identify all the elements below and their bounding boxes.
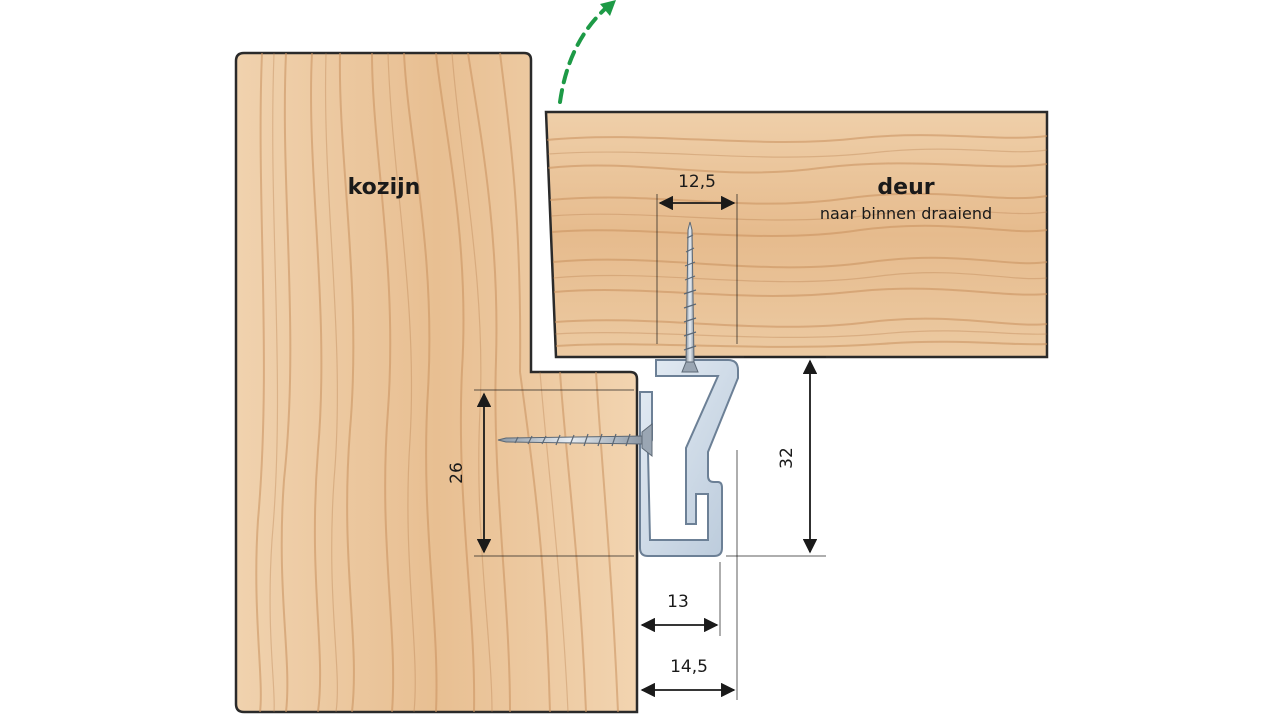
frame-label: kozijn [348,175,421,200]
frame-wood [234,51,639,714]
dimension-door-clearance: 32 [777,447,797,469]
door-sublabel: naar binnen draaiend [820,204,992,223]
door-wood [544,110,1049,359]
weatherstrip-profile [639,359,739,557]
dimension-frame-height: 26 [447,462,467,484]
door-label: deur [877,175,934,200]
screw-icon [497,422,653,458]
dimension-screw-spacing: 12,5 [678,172,716,192]
dashed-curved-arrow-icon [558,0,616,104]
screw-icon [681,221,699,373]
dimension-lines [474,194,826,700]
dimension-profile-outer: 14,5 [670,657,708,677]
dimension-profile-inner: 13 [667,592,689,612]
